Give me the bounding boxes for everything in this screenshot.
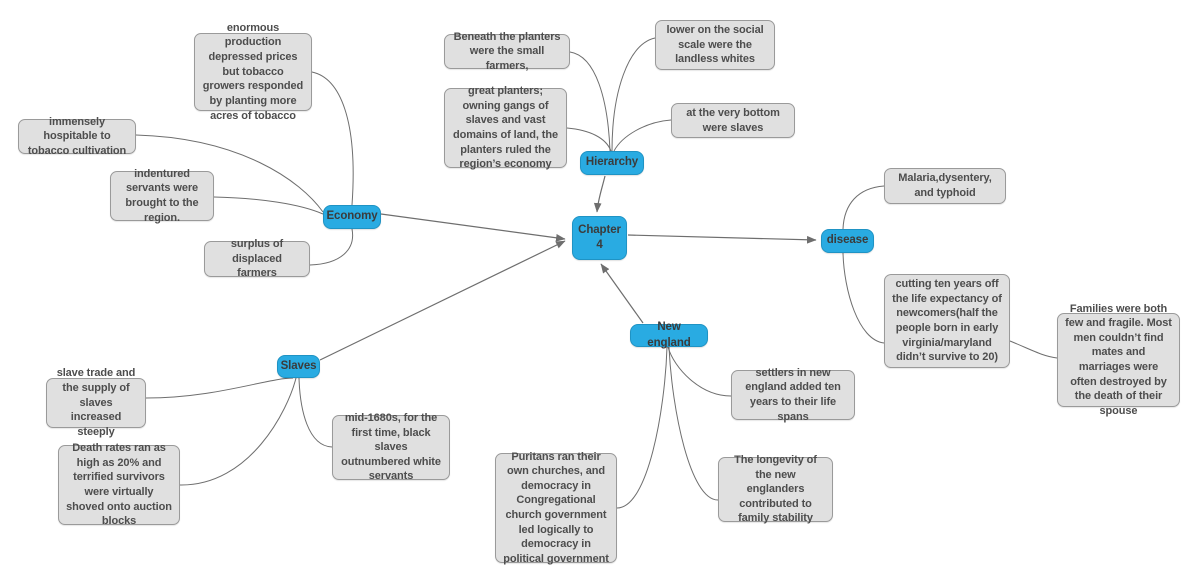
edge-newengland-root [600, 263, 644, 324]
edge-hierarchy-great-planters [566, 127, 612, 152]
leaf-node-death-rates-20[interactable]: Death rates ran as high as 20% and terri… [58, 442, 180, 527]
directed-connectors [319, 175, 817, 361]
topic-node-economy[interactable]: Economy [323, 205, 381, 229]
edge-economy-root [380, 213, 566, 242]
leaf-node-malaria-dysentery[interactable]: Malaria,dysentery, and typhoid [884, 168, 1006, 204]
topic-node-disease[interactable]: disease [821, 229, 874, 253]
leaf-node-mid-1680s[interactable]: mid-1680s, for the first time, black sla… [332, 412, 450, 482]
leaf-node-surplus-displaced-farmers[interactable]: surplus of displaced farmers [204, 238, 310, 279]
edge-hierarchy-lower-social-scale [611, 37, 656, 152]
edge-hierarchy-at-very-bottom [613, 119, 672, 152]
edge-slaves-mid-1680s [298, 377, 333, 448]
leaf-node-settlers-ten-years[interactable]: settlers in new england added ten years … [731, 367, 855, 423]
leaf-node-lower-social-scale[interactable]: lower on the social scale were the landl… [655, 20, 775, 70]
edge-newengland-settlers-ten-years [667, 346, 732, 397]
topic-node-slaves[interactable]: Slaves [277, 355, 320, 378]
leaf-node-enormous-production[interactable]: enormous production depressed prices but… [194, 22, 312, 122]
leaf-node-at-very-bottom[interactable]: at the very bottom were slaves [671, 103, 795, 138]
edge-economy-enormous-production [311, 71, 354, 206]
leaf-node-families-few-fragile[interactable]: Families were both few and fragile. Most… [1057, 303, 1180, 417]
leaf-node-cutting-ten-years[interactable]: cutting ten years off the life expectanc… [884, 274, 1010, 368]
leaf-node-longevity-family[interactable]: The longevity of the new englanders cont… [718, 454, 833, 524]
edge-slaves-death-rates-20 [179, 377, 297, 486]
edge-newengland-puritans-churches [616, 346, 668, 509]
edge-newengland-longevity-family [668, 346, 719, 501]
edge-disease-malaria-dysentery [842, 185, 885, 230]
leaf-node-indentured-servants[interactable]: indentured servants were brought to the … [110, 168, 214, 224]
edge-hierarchy-root [593, 175, 606, 213]
edge-disease-cutting-ten-years [842, 252, 885, 344]
topic-node-newengland[interactable]: New england [630, 321, 708, 349]
edge-economy-indentured-servants [213, 196, 324, 215]
leaf-node-great-planters[interactable]: great planters; owning gangs of slaves a… [444, 85, 567, 170]
edge-hierarchy-beneath-planters [569, 51, 611, 152]
leaf-node-slave-trade-supply[interactable]: slave trade and the supply of slaves inc… [46, 367, 146, 438]
topic-node-hierarchy[interactable]: Hierarchy [580, 151, 644, 175]
edge-slaves-root [319, 240, 566, 361]
leaf-node-puritans-churches[interactable]: Puritans ran their own churches, and dem… [495, 451, 617, 565]
edge-slaves-slave-trade-supply [145, 377, 294, 399]
edge-cutting-ten-years-families-few-fragile [1009, 340, 1058, 359]
edge-economy-surplus-displaced-farmers [309, 228, 354, 266]
edge-root-disease [627, 234, 817, 244]
leaf-node-immensely-hospitable[interactable]: immensely hospitable to tobacco cultivat… [18, 116, 136, 157]
root-node-chapter-4[interactable]: Chapter 4 [572, 216, 627, 260]
leaf-node-beneath-planters[interactable]: Beneath the planters were the small farm… [444, 31, 570, 72]
